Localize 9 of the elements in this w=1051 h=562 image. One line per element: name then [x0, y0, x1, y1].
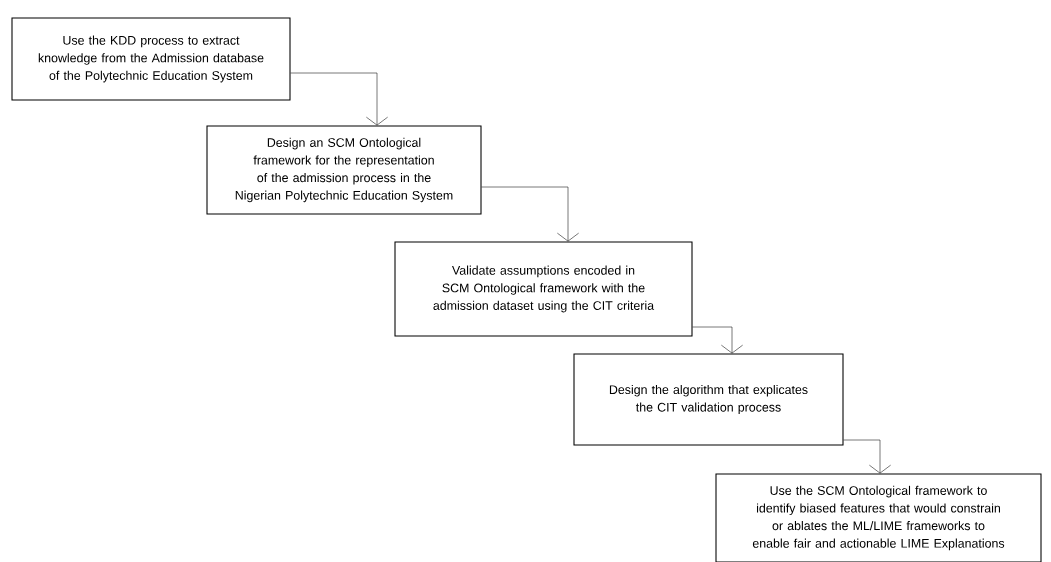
- process-box: Design the algorithm that explicates the CIT validation process: [573, 353, 844, 446]
- process-box: Design an SCM Ontological framework for the representation of the admission process in the Nigerian Polytechnic Education System: [206, 125, 482, 215]
- process-box: Use the SCM Ontological framework to identify biased features that would constrain or ablates the ML/LIME frameworks to enable fair and actionable LIME Explanations: [715, 473, 1042, 562]
- arrow: [481, 186, 579, 242]
- arrow: [692, 326, 743, 354]
- process-box: Validate assumptions encoded in SCM Ontological framework with the admission dataset using the CIT criteria: [394, 241, 693, 337]
- process-box: Use the KDD process to extract knowledge from the Admission database of the Polytechnic Education System: [11, 17, 291, 101]
- arrow: [290, 72, 388, 126]
- arrow: [843, 439, 891, 474]
